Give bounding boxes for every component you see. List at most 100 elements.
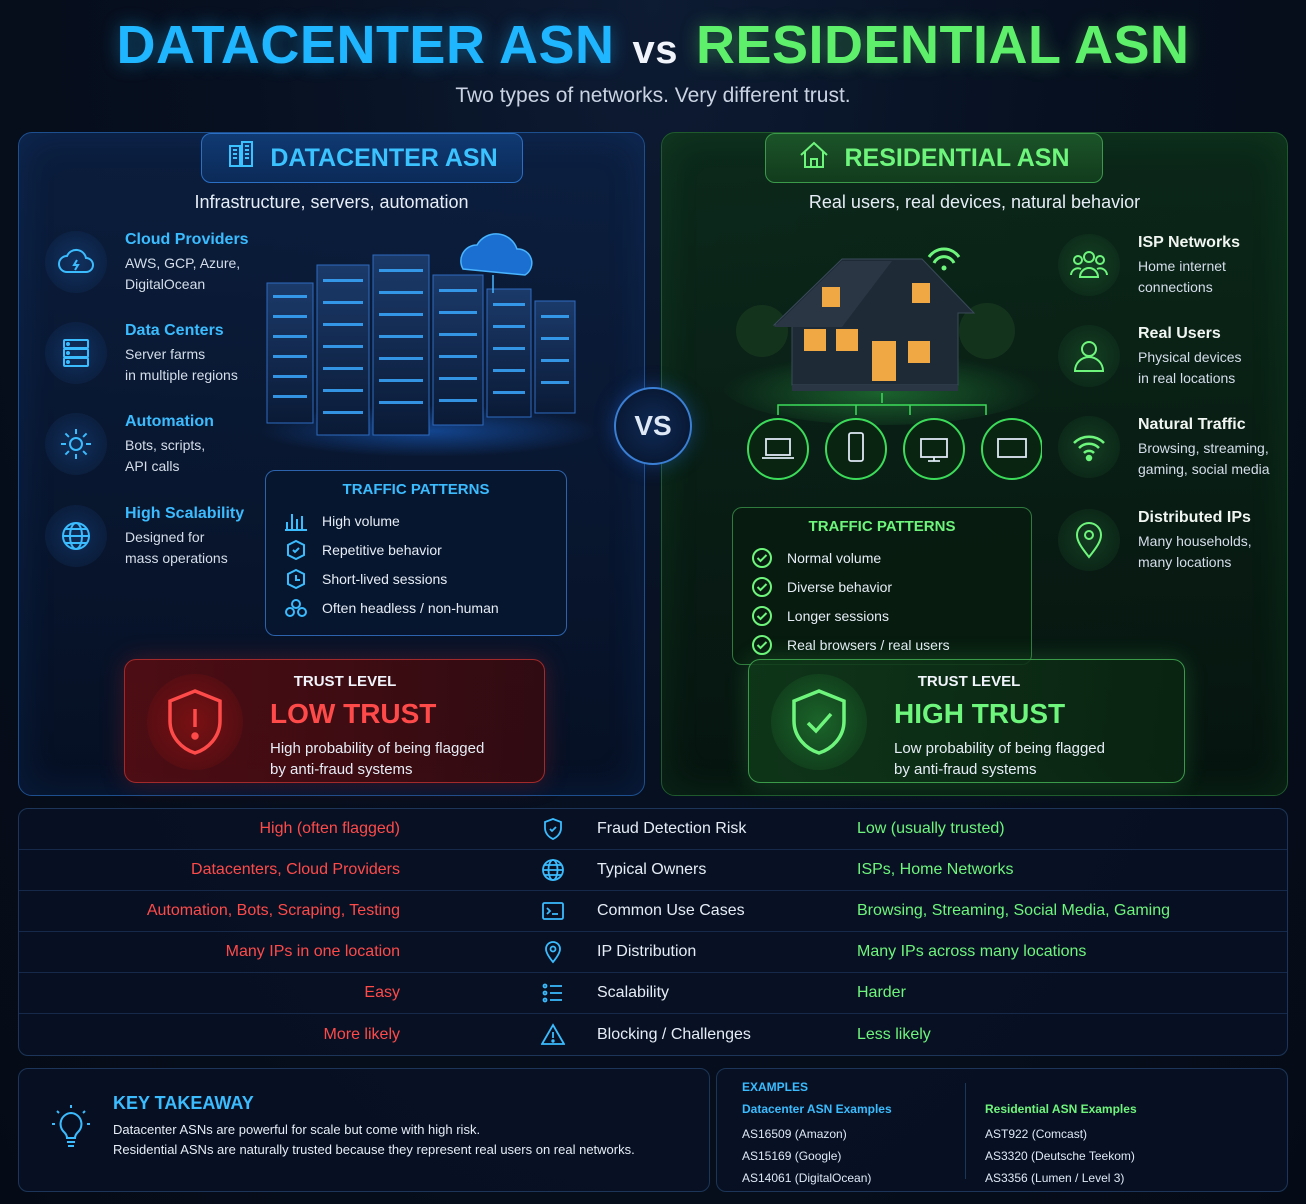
page-title: DATACENTER ASN vs RESIDENTIAL ASN	[0, 14, 1306, 76]
datacenter-subtitle: Infrastructure, servers, automation	[194, 192, 469, 212]
traffic-item: High volume	[284, 506, 548, 535]
warning-icon	[539, 1021, 567, 1049]
datacenter-value: Many IPs in one location	[225, 943, 400, 960]
feature-title: Real Users	[1138, 325, 1221, 342]
repeat-icon	[287, 539, 305, 560]
title-vs: vs	[632, 28, 678, 72]
residential-examples-title: Residential ASN Examples	[985, 1102, 1137, 1116]
examples-divider	[965, 1083, 966, 1179]
terminal-icon	[539, 897, 567, 925]
example-item: AS3320 (Deutsche Teekom)	[985, 1149, 1135, 1163]
traffic-item-label: Diverse behavior	[787, 578, 893, 595]
server-icon	[45, 322, 107, 384]
feature-title: Automation	[125, 413, 214, 430]
table-row: Many IPs in one location IP Distribution…	[19, 932, 1287, 973]
shield-check-icon	[771, 674, 867, 770]
residential-trust-level: TRUST LEVEL HIGH TRUST Low probability o…	[748, 659, 1185, 783]
residential-examples: Residential ASN Examples AST922 (Comcast…	[985, 1102, 1137, 1189]
traffic-item: Longer sessions	[751, 601, 1013, 630]
datacenter-value: Datacenters, Cloud Providers	[191, 861, 400, 878]
datacenter-trust-level: TRUST LEVEL LOW TRUST High probability o…	[124, 659, 545, 783]
title-residential: RESIDENTIAL ASN	[695, 15, 1190, 75]
residential-header-label: RESIDENTIAL ASN	[844, 143, 1070, 172]
residential-value: Harder	[857, 984, 906, 1001]
traffic-item: Short-lived sessions	[284, 564, 548, 593]
trust-value: LOW TRUST	[270, 698, 437, 729]
metric-label: Common Use Cases	[597, 902, 745, 919]
takeaway-line-2: Residential ASNs are naturally trusted b…	[113, 1142, 635, 1157]
residential-value: Low (usually trusted)	[857, 820, 1005, 837]
house-illustration	[722, 247, 1042, 480]
trust-value: HIGH TRUST	[894, 698, 1066, 729]
traffic-item-label: Normal volume	[787, 549, 882, 566]
table-row: Datacenters, Cloud Providers Typical Own…	[19, 850, 1287, 891]
example-item: AS16509 (Amazon)	[742, 1127, 847, 1141]
datacenter-value: Easy	[364, 984, 400, 1001]
metric-label: Scalability	[597, 984, 670, 1001]
traffic-item: Often headless / non-human	[284, 593, 548, 622]
feature-desc: Home internet connections	[1138, 258, 1226, 295]
user-icon	[1058, 325, 1120, 387]
traffic-item: Normal volume	[751, 543, 1013, 572]
datacenter-traffic-patterns: TRAFFIC PATTERNS High volume Repetitive …	[265, 470, 567, 636]
residential-value: ISPs, Home Networks	[857, 861, 1014, 878]
traffic-item: Repetitive behavior	[284, 535, 548, 564]
feature-desc: Physical devices in real locations	[1138, 349, 1242, 386]
trust-label: TRUST LEVEL	[293, 673, 397, 690]
residential-header: RESIDENTIAL ASN	[765, 133, 1103, 183]
trust-desc: High probability of being flagged by ant…	[270, 740, 485, 778]
traffic-patterns-title: TRAFFIC PATTERNS	[808, 518, 956, 535]
bot-icon	[285, 598, 307, 617]
feature-desc: AWS, GCP, Azure, DigitalOcean	[125, 255, 241, 292]
comparison-table: High (often flagged) Fraud Detection Ris…	[18, 808, 1288, 1056]
datacenter-header-label: DATACENTER ASN	[270, 143, 498, 172]
datacenter-examples-title: Datacenter ASN Examples	[742, 1102, 892, 1116]
feature-title: Distributed IPs	[1138, 509, 1251, 526]
building-icon	[226, 140, 256, 177]
example-item: AS15169 (Google)	[742, 1149, 842, 1163]
check-circle-icon	[752, 605, 772, 626]
residential-panel: RESIDENTIAL ASN Real users, real devices…	[661, 132, 1288, 796]
table-row: More likely Blocking / Challenges Less l…	[19, 1014, 1287, 1055]
globe-icon	[539, 856, 567, 884]
datacenter-examples: Datacenter ASN Examples AS16509 (Amazon)…	[742, 1102, 892, 1189]
metric-label: Blocking / Challenges	[597, 1025, 751, 1043]
key-takeaway-box: KEY TAKEAWAY Datacenter ASNs are powerfu…	[18, 1068, 710, 1192]
metric-label: Fraud Detection Risk	[597, 820, 747, 837]
globe-icon	[45, 505, 107, 567]
check-circle-icon	[752, 634, 772, 655]
title-datacenter: DATACENTER ASN	[116, 15, 615, 75]
feature-desc: Browsing, streaming, gaming, social medi…	[1138, 440, 1270, 477]
examples-title: EXAMPLES	[742, 1080, 809, 1094]
cloud-icon	[45, 231, 107, 293]
server-racks-illustration	[259, 233, 599, 456]
example-item: AS14061 (DigitalOcean)	[742, 1171, 872, 1185]
datacenter-value: More likely	[323, 1025, 400, 1043]
feature-desc: Designed for mass operations	[125, 529, 228, 566]
table-row: Easy Scalability Harder	[19, 973, 1287, 1014]
datacenter-value: Automation, Bots, Scraping, Testing	[146, 902, 400, 919]
table-row: High (often flagged) Fraud Detection Ris…	[19, 809, 1287, 850]
feature-title: ISP Networks	[1138, 234, 1240, 251]
lightbulb-icon	[49, 1103, 93, 1156]
feature-title: Cloud Providers	[125, 231, 249, 248]
vs-badge: VS	[614, 387, 692, 465]
residential-traffic-patterns: TRAFFIC PATTERNS Normal volume Diverse b…	[732, 507, 1032, 665]
takeaway-line-1: Datacenter ASNs are powerful for scale b…	[113, 1122, 481, 1137]
example-item: AS3356 (Lumen / Level 3)	[985, 1171, 1125, 1185]
location-pin-icon	[539, 938, 567, 966]
residential-value: Less likely	[857, 1025, 931, 1043]
residential-value: Browsing, Streaming, Social Media, Gamin…	[857, 902, 1171, 919]
traffic-item: Real browsers / real users	[751, 630, 1013, 659]
metric-label: IP Distribution	[597, 943, 697, 960]
datacenter-header: DATACENTER ASN	[201, 133, 523, 183]
datacenter-panel: DATACENTER ASN Infrastructure, servers, …	[18, 132, 645, 796]
feature-title: Natural Traffic	[1138, 416, 1246, 433]
